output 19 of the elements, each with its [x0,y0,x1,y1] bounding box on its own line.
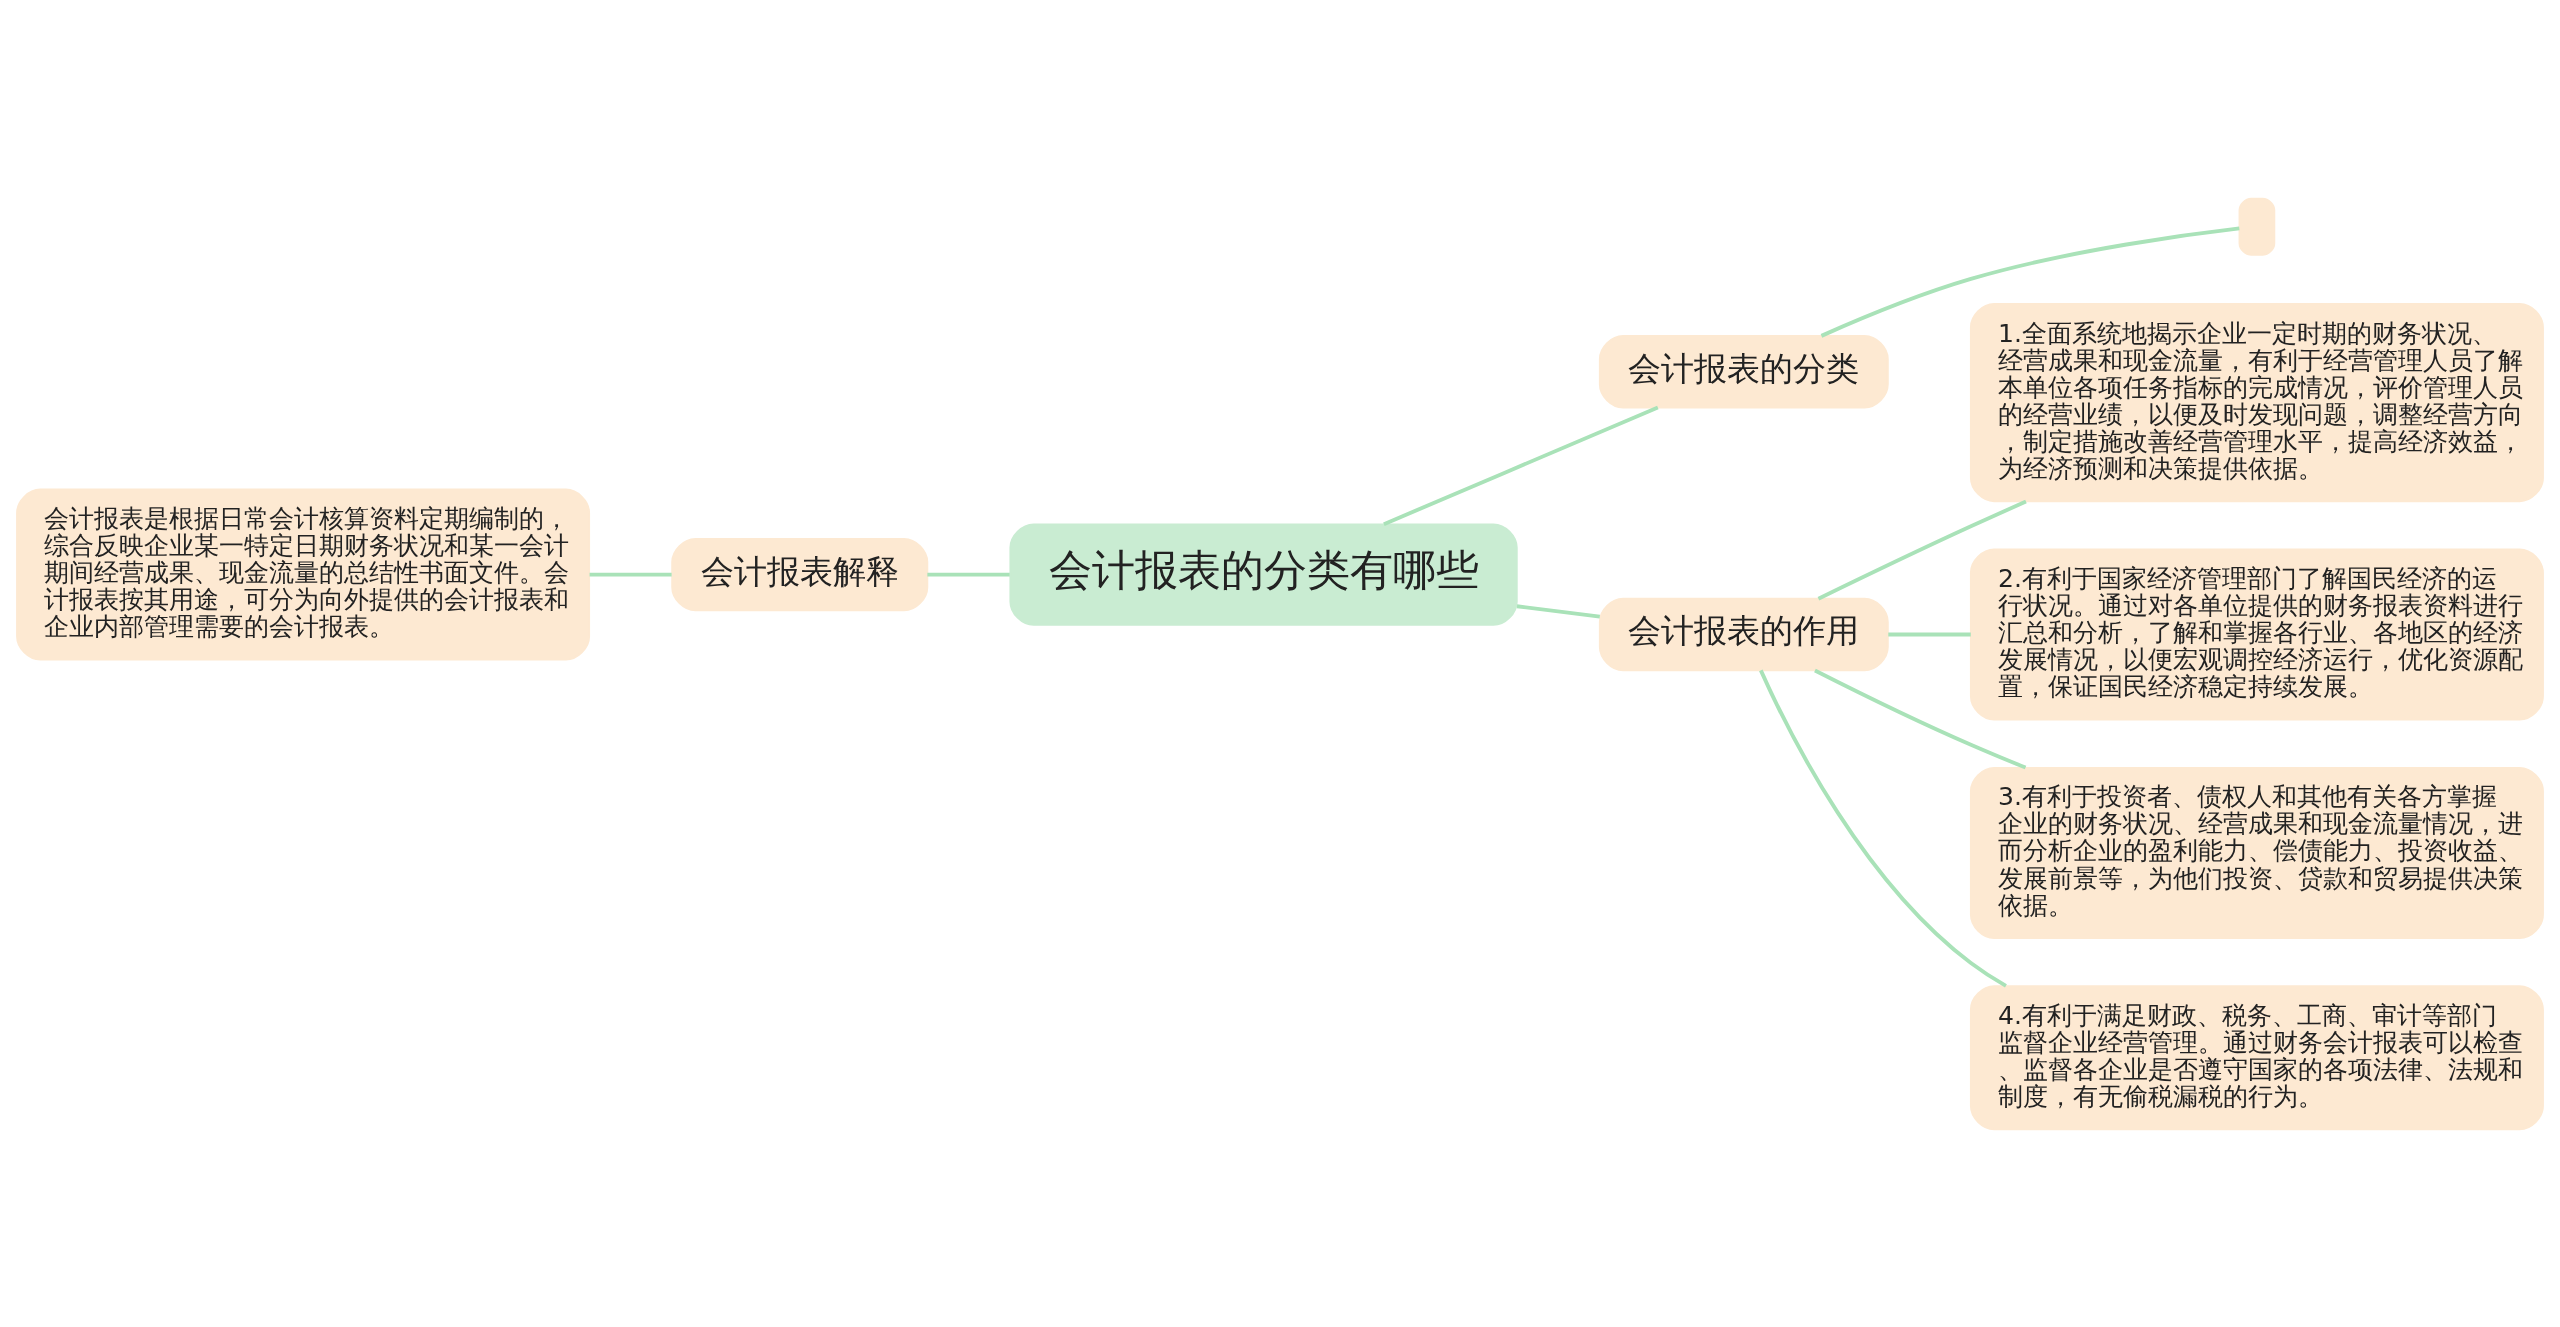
connector [1814,668,2027,769]
node-box [2238,197,2276,256]
node-box: 1.全面系统地揭示企业一定时期的财务状况、经营成果和现金流量，有利于经营管理人员了解本单位各项任务指标的完成情况，评价管理人员的经营业绩，以便及时发现问题，调整经营方向，制定措施改善经营管理水平，提高经济效益，为经济预测和决策提供依据。 [1969,302,2544,502]
connector [1383,405,1659,526]
node-box: 2.有利于国家经济管理部门了解国民经济的运行状况。通过对各单位提供的财务报表资料进行汇总和分析，了解和掌握各行业、各地区的经济发展情况，以便宏观调控经济运行，优化资源配置，保证国民经济稳定持续发展。 [1969,548,2544,721]
node-box: 4.有利于满足财政、税务、工商、审计等部门监督企业经营管理。通过财务会计报表可以检查、监督各企业是否遵守国家的各项法律、法规和制度，有无偷税漏税的行为。 [1969,984,2544,1130]
connector [589,572,672,577]
node-box: 3.有利于投资者、债权人和其他有关各方掌握企业的财务状况、经营成果和现金流量情况，进而分析企业的盈利能力、偿债能力、投资收益、发展前景等，为他们投资、贷款和贸易提供决策依据。 [1969,766,2544,939]
node-box: 会计报表的分类 [1598,334,1889,408]
connector [1820,226,2240,338]
connector [927,572,1010,577]
node-box: 会计报表的分类有哪些 [1009,522,1518,626]
connector [1888,632,1971,636]
connector [1817,499,2027,600]
node-box: 会计报表是根据日常会计核算资料定期编制的，综合反映企业某一特定日期财务状况和某一会计期间经营成果、现金流量的总结性书面文件。会计报表按其用途，可分为向外提供的会计报表和企业内部管理需要的会计报表。 [16,488,591,661]
node-box: 会计报表解释 [671,537,929,611]
connector [1759,669,2007,988]
node-box: 会计报表的作用 [1598,597,1889,671]
connector [1516,603,1601,619]
